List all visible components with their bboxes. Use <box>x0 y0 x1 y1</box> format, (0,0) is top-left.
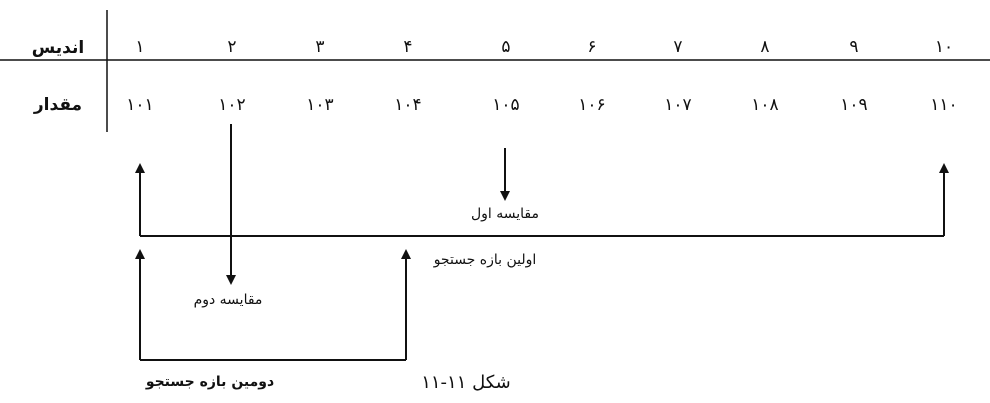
value-cell: ۱۰۸ <box>751 95 778 115</box>
first-comparison-label: مقایسه اول <box>471 206 539 222</box>
value-cell: ۱۰۵ <box>492 95 519 115</box>
row-label-value: مقدار <box>33 95 82 115</box>
value-cell: ۱۱۰ <box>930 95 957 115</box>
index-cell: ۸ <box>760 37 769 57</box>
index-cell: ۵ <box>501 37 510 57</box>
index-cell: ۶ <box>587 37 596 57</box>
value-row: ۱۰۱ ۱۰۲ ۱۰۳ ۱۰۴ ۱۰۵ ۱۰۶ ۱۰۷ ۱۰۸ ۱۰۹ ۱۱۰ <box>126 95 957 115</box>
second-range-label: دومین بازه جستجو <box>145 374 274 390</box>
first-range-label: اولین بازه جستجو <box>433 252 537 268</box>
index-cell: ۳ <box>315 37 324 57</box>
index-cell: ۷ <box>673 37 682 57</box>
value-cell: ۱۰۶ <box>578 95 605 115</box>
value-cell: ۱۰۹ <box>840 95 867 115</box>
index-row: ۱ ۲ ۳ ۴ ۵ ۶ ۷ ۸ ۹ ۱۰ <box>135 37 953 57</box>
value-cell: ۱۰۲ <box>218 95 245 115</box>
index-cell: ۱ <box>135 37 144 57</box>
value-cell: ۱۰۱ <box>126 95 153 115</box>
value-cell: ۱۰۳ <box>306 95 333 115</box>
row-label-index: اندیس <box>32 38 84 58</box>
index-cell: ۲ <box>227 37 236 57</box>
second-comparison-label: مقایسه دوم <box>194 292 263 308</box>
index-cell: ۱۰ <box>935 37 953 57</box>
index-cell: ۴ <box>403 37 412 57</box>
value-cell: ۱۰۷ <box>664 95 691 115</box>
value-cell: ۱۰۴ <box>394 95 421 115</box>
index-cell: ۹ <box>849 37 858 57</box>
figure-caption: شکل ۱۱-۱۱ <box>421 372 511 393</box>
